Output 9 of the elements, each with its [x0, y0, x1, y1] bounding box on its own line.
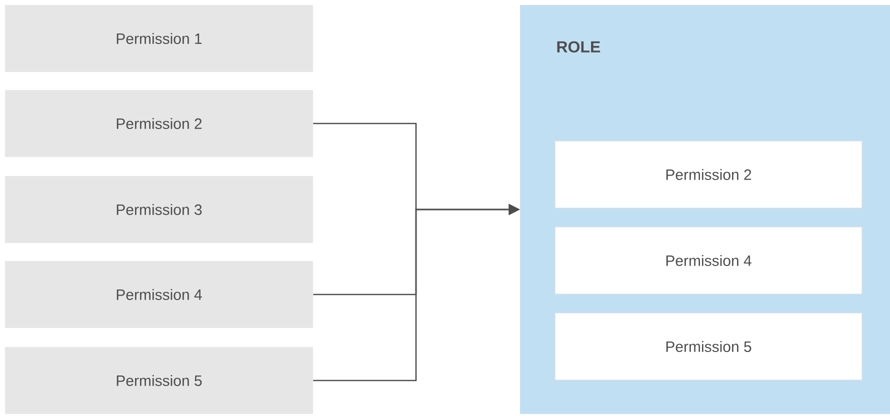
panel-title: ROLE: [557, 41, 600, 53]
permission-box: Permission 4: [5, 261, 313, 328]
permission-box: Permission 3: [5, 176, 313, 243]
permission-box: Permission 5: [554, 312, 862, 380]
permission-box: Permission 2: [554, 140, 862, 208]
permission-box: Permission 1: [5, 5, 313, 72]
permission-box: Permission 2: [5, 90, 313, 157]
permission-box: Permission 4: [554, 226, 862, 294]
permission-box: Permission 5: [5, 347, 313, 414]
